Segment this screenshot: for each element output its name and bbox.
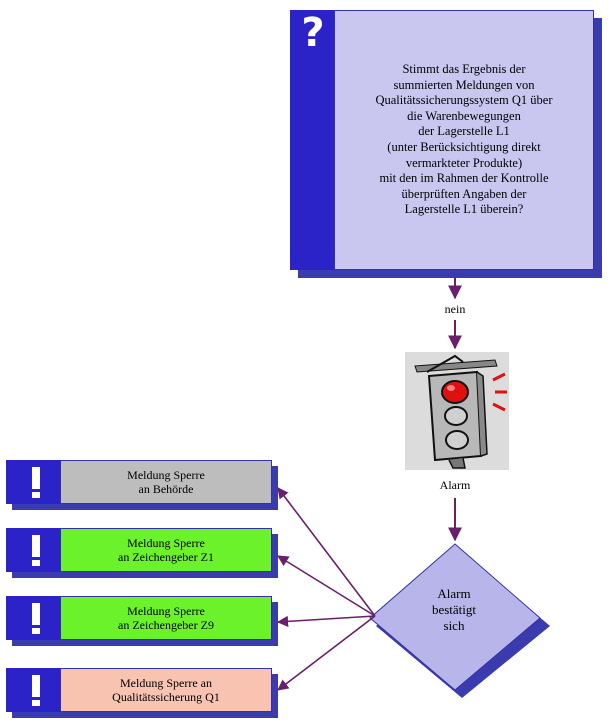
- question-text: Stimmt das Ergebnis der summierten Meldu…: [375, 62, 553, 217]
- question-box-body: Stimmt das Ergebnis der summierten Meldu…: [334, 10, 594, 270]
- arrow-to-message-z9: [276, 615, 376, 627]
- edge-label-nein: nein: [444, 302, 466, 316]
- message-text: Meldung Sperre an Behörde: [60, 460, 272, 504]
- arrow-to-message-authority: [277, 487, 376, 617]
- message-box-z1: Meldung Sperre an Zeichengeber Z1: [6, 528, 278, 578]
- message-box-q1: Meldung Sperre an Qualitätssicherung Q1: [6, 668, 278, 718]
- message-text: Meldung Sperre an Qualitätssicherung Q1: [60, 668, 272, 712]
- alarm-label: Alarm: [439, 478, 471, 492]
- message-box-authority: Meldung Sperre an Behörde: [6, 460, 278, 510]
- message-text: Meldung Sperre an Zeichengeber Z1: [60, 528, 272, 572]
- traffic-light-alarm-icon: [405, 352, 509, 470]
- arrow-to-message-q1: [277, 615, 376, 691]
- question-box: ? Stimmt das Ergebnis der summierten Mel…: [290, 10, 602, 278]
- decision-diamond: [369, 543, 541, 691]
- exclamation-icon: [32, 467, 40, 489]
- question-mark-icon: ?: [301, 10, 325, 56]
- exclamation-icon: [32, 603, 40, 625]
- exclamation-icon: [32, 535, 40, 557]
- decision-text: Alarm bestätigt sich: [431, 586, 477, 633]
- arrow-to-message-z1: [277, 555, 376, 617]
- message-text: Meldung Sperre an Zeichengeber Z9: [60, 596, 272, 640]
- message-box-z9: Meldung Sperre an Zeichengeber Z9: [6, 596, 278, 646]
- question-box-tab: [290, 10, 334, 270]
- exclamation-icon: [32, 675, 40, 697]
